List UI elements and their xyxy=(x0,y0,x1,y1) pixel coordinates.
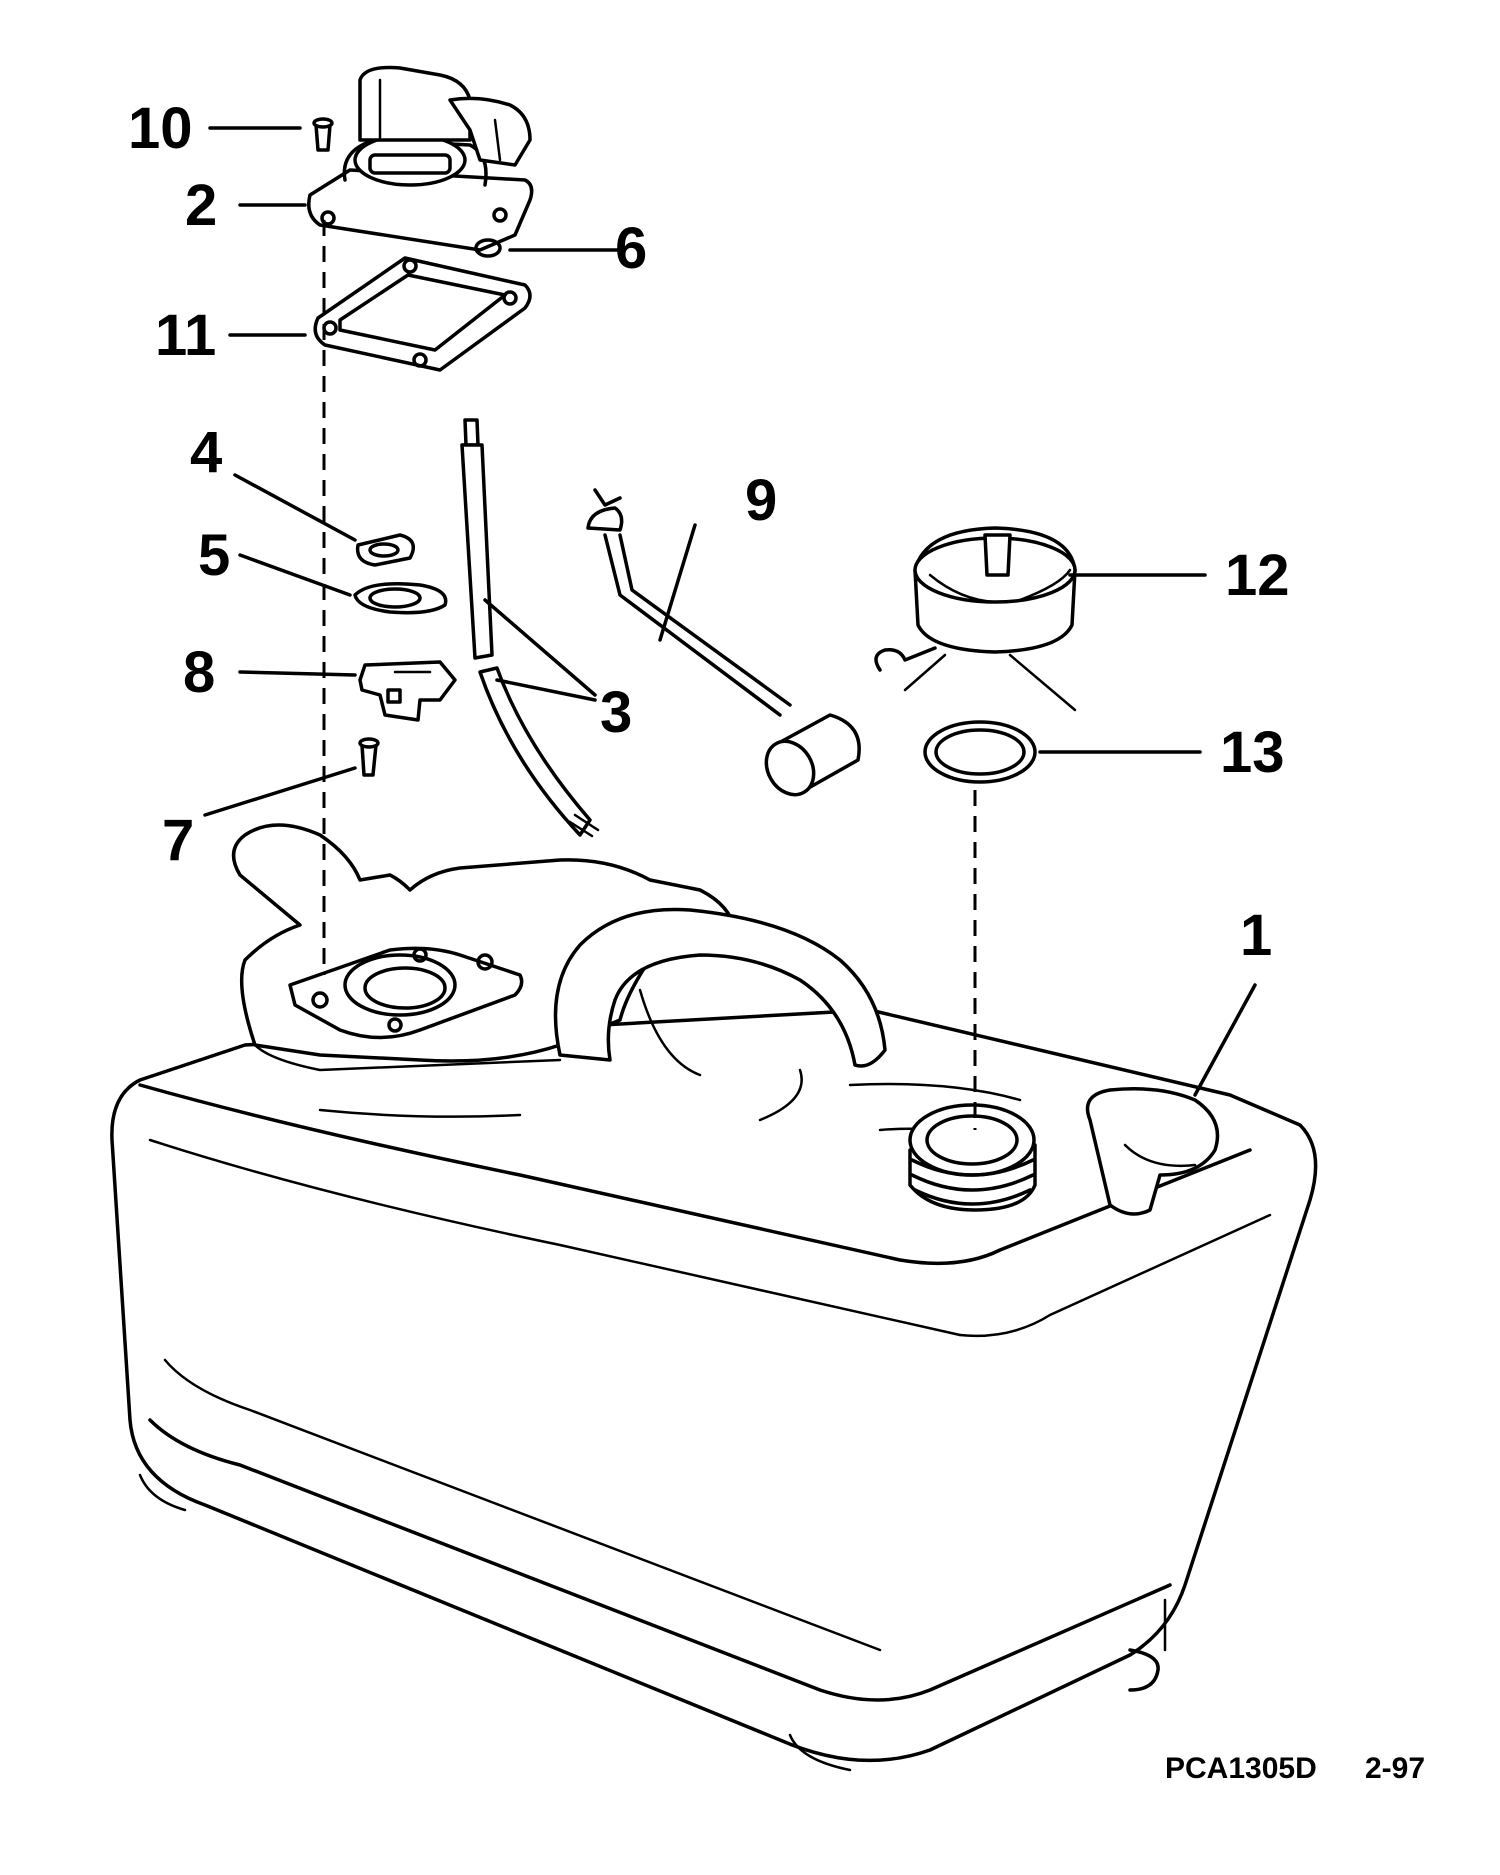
fuel-connector-housing xyxy=(307,65,534,252)
o-ring-6 xyxy=(474,238,502,258)
callout-7: 7 xyxy=(162,808,194,873)
fuel-gauge-float-9 xyxy=(586,488,861,797)
callout-10: 10 xyxy=(128,96,193,161)
fuel-tank xyxy=(110,823,1318,1772)
retainer-8 xyxy=(358,660,457,722)
leader-lines xyxy=(203,126,1257,1097)
filler-cap-12 xyxy=(874,526,1077,712)
figure-code: PCA1305D xyxy=(1165,1752,1317,1785)
callout-4: 4 xyxy=(190,420,222,485)
seal-5 xyxy=(353,582,448,615)
callout-13: 13 xyxy=(1220,720,1285,785)
pickup-tube-3 xyxy=(460,418,600,838)
callout-12: 12 xyxy=(1225,543,1290,608)
callout-9: 9 xyxy=(745,468,777,533)
callout-3: 3 xyxy=(600,680,632,745)
callout-8: 8 xyxy=(183,640,215,705)
callout-5: 5 xyxy=(198,523,230,588)
gasket-11 xyxy=(313,256,532,372)
callout-1: 1 xyxy=(1240,903,1272,968)
cap-gasket-13 xyxy=(923,720,1037,784)
clip-4 xyxy=(355,533,416,567)
callout-labels: 10 2 6 11 4 5 8 7 3 9 12 13 1 xyxy=(128,96,1290,968)
callout-11: 11 xyxy=(155,303,216,368)
figure-date: 2-97 xyxy=(1365,1752,1425,1785)
screw-7 xyxy=(358,737,380,777)
screw-10 xyxy=(312,117,334,152)
callout-2: 2 xyxy=(185,173,217,238)
callout-6: 6 xyxy=(615,216,647,281)
